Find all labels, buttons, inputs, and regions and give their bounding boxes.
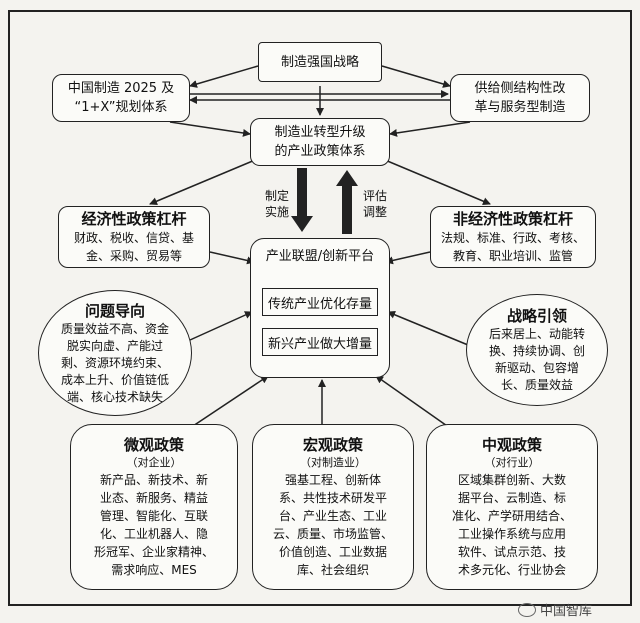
arrow-2025-to-policy <box>169 121 251 137</box>
economic-title: 经济性政策杠杆 <box>81 210 187 228</box>
macro-line-5: 库、社会组织 <box>296 563 369 577</box>
platform-increment-box: 新兴产业做大增量 <box>262 328 378 356</box>
node-strategic-leadership: 战略引领 后来居上、动能转 换、持续协调、创 新驱动、包容增 长、质量效益 <box>466 294 608 406</box>
arrow-noneconomic-to-platform <box>385 251 431 265</box>
implement-arrow-head <box>291 216 313 232</box>
platform-stock-text: 传统产业优化存量 <box>267 296 372 312</box>
node-problem-oriented: 问题导向 质量效益不高、资金 脱实向虚、产能过 剩、资源环境约束、 成本上升、价… <box>38 290 192 416</box>
node-policy-system: 制造业转型升级 的产业政策体系 <box>250 118 390 166</box>
problem-line-3: 成本上升、价值链低 <box>60 372 169 387</box>
node-supply-line1: 供给侧结构性改 <box>474 81 566 96</box>
meso-line-3: 工业操作系统与应用 <box>457 527 566 541</box>
arrow-economic-to-platform <box>209 251 255 265</box>
label-evaluate-line2: 调整 <box>362 205 387 219</box>
meso-line-2: 准化、产学研用结合、 <box>451 509 572 523</box>
node-macro-policy: 宏观政策 （对制造业） 强基工程、创新体 系、共性技术研发平 台、产业生态、工业… <box>252 424 414 590</box>
arrow-policy-to-noneconomic <box>384 159 491 205</box>
macro-line-3: 云、质量、市场监管、 <box>272 527 393 541</box>
strategic-line-0: 后来居上、动能转 <box>488 327 585 341</box>
node-economic-levers: 经济性政策杠杆 财政、税收、信贷、基 金、采购、贸易等 <box>58 206 210 268</box>
arrow-strategy-to-2025 <box>189 65 259 88</box>
evaluate-arrow-head <box>336 170 358 186</box>
label-evaluate-line1: 评估 <box>362 189 387 203</box>
label-implement-line1: 制定 <box>264 189 289 203</box>
micro-line-3: 化、工业机器人、隐 <box>99 527 208 541</box>
strategic-title: 战略引领 <box>506 307 567 325</box>
diagram-frame <box>8 10 632 606</box>
label-implement: 制定 实施 <box>262 188 292 220</box>
label-implement-line2: 实施 <box>264 205 289 219</box>
micro-line-1: 业态、新服务、精益 <box>99 491 208 505</box>
strategic-line-3: 长、质量效益 <box>500 378 573 392</box>
problem-line-2: 剩、资源环境约束、 <box>60 355 169 370</box>
node-meso-policy: 中观政策 （对行业） 区域集群创新、大数 据平台、云制造、标 准化、产学研用结合… <box>426 424 598 590</box>
noneconomic-line1: 法规、标准、行政、考核、 <box>440 231 585 245</box>
platform-stock-box: 传统产业优化存量 <box>262 288 378 316</box>
node-supply-side-reform: 供给侧结构性改 革与服务型制造 <box>450 74 590 122</box>
node-2025-line2: “1+X”规划体系 <box>74 100 168 115</box>
node-strategy: 制造强国战略 <box>258 42 382 82</box>
strategic-line-2: 新驱动、包容增 <box>494 361 579 375</box>
wechat-logo-icon <box>518 602 536 617</box>
arrow-micro-to-platform <box>189 375 269 429</box>
arrow-supply-to-policy <box>389 121 471 137</box>
micro-line-2: 管理、智能化、互联 <box>99 509 208 523</box>
micro-line-0: 新产品、新技术、新 <box>99 473 208 487</box>
problem-title: 问题导向 <box>84 301 145 320</box>
macro-line-2: 台、产业生态、工业 <box>278 509 387 523</box>
watermark: 中国智库 <box>518 600 592 619</box>
arrow-strategic-to-platform <box>387 310 469 346</box>
micro-line-4: 形冠军、企业家精神、 <box>93 545 214 559</box>
meso-title: 中观政策 <box>481 436 542 454</box>
macro-line-0: 强基工程、创新体 <box>284 473 381 487</box>
node-noneconomic-levers: 非经济性政策杠杆 法规、标准、行政、考核、 教育、职业培训、监管 <box>430 206 596 268</box>
macro-title: 宏观政策 <box>302 436 363 454</box>
label-evaluate: 评估 调整 <box>360 188 390 220</box>
economic-line2: 金、采购、贸易等 <box>85 249 182 263</box>
node-strategy-text: 制造强国战略 <box>280 54 359 70</box>
meso-sub: （对行业） <box>484 456 540 469</box>
arrow-problem-to-platform <box>189 311 253 341</box>
strategic-line-1: 换、持续协调、创 <box>488 344 585 358</box>
node-micro-policy: 微观政策 （对企业） 新产品、新技术、新 业态、新服务、精益 管理、智能化、互联… <box>70 424 238 590</box>
problem-line-0: 质量效益不高、资金 <box>60 321 169 336</box>
node-policy-line2: 的产业政策体系 <box>274 144 366 159</box>
macro-line-1: 系、共性技术研发平 <box>278 491 387 505</box>
implement-arrow-shaft <box>297 168 307 218</box>
micro-line-5: 需求响应、MES <box>111 563 197 577</box>
macro-sub: （对制造业） <box>300 456 366 469</box>
arrow-meso-to-platform <box>375 375 451 429</box>
macro-line-4: 价值创造、工业数据 <box>278 545 387 559</box>
node-made-in-china-2025: 中国制造 2025 及 “1+X”规划体系 <box>52 74 190 122</box>
micro-title: 微观政策 <box>123 436 184 454</box>
evaluate-arrow-shaft <box>342 184 352 234</box>
platform-increment-text: 新兴产业做大增量 <box>267 336 372 352</box>
noneconomic-line2: 教育、职业培训、监管 <box>452 249 573 263</box>
node-supply-line2: 革与服务型制造 <box>474 100 566 115</box>
watermark-text: 中国智库 <box>540 604 593 619</box>
arrow-strategy-to-supply <box>381 65 451 88</box>
economic-line1: 财政、税收、信贷、基 <box>73 231 194 245</box>
meso-line-1: 据平台、云制造、标 <box>457 491 566 505</box>
platform-title: 产业联盟/创新平台 <box>265 249 375 264</box>
arrow-policy-to-economic <box>149 159 256 205</box>
meso-line-4: 软件、试点示范、技 <box>457 545 566 559</box>
node-2025-line1: 中国制造 2025 及 <box>67 81 175 96</box>
meso-line-5: 术多元化、行业协会 <box>457 563 566 577</box>
node-policy-line1: 制造业转型升级 <box>274 125 366 140</box>
micro-sub: （对企业） <box>126 456 182 469</box>
problem-line-4: 端、核心技术缺失 <box>66 389 163 404</box>
problem-line-1: 脱实向虚、产能过 <box>66 338 163 353</box>
meso-line-0: 区域集群创新、大数 <box>457 473 566 487</box>
noneconomic-title: 非经济性政策杠杆 <box>452 210 573 228</box>
